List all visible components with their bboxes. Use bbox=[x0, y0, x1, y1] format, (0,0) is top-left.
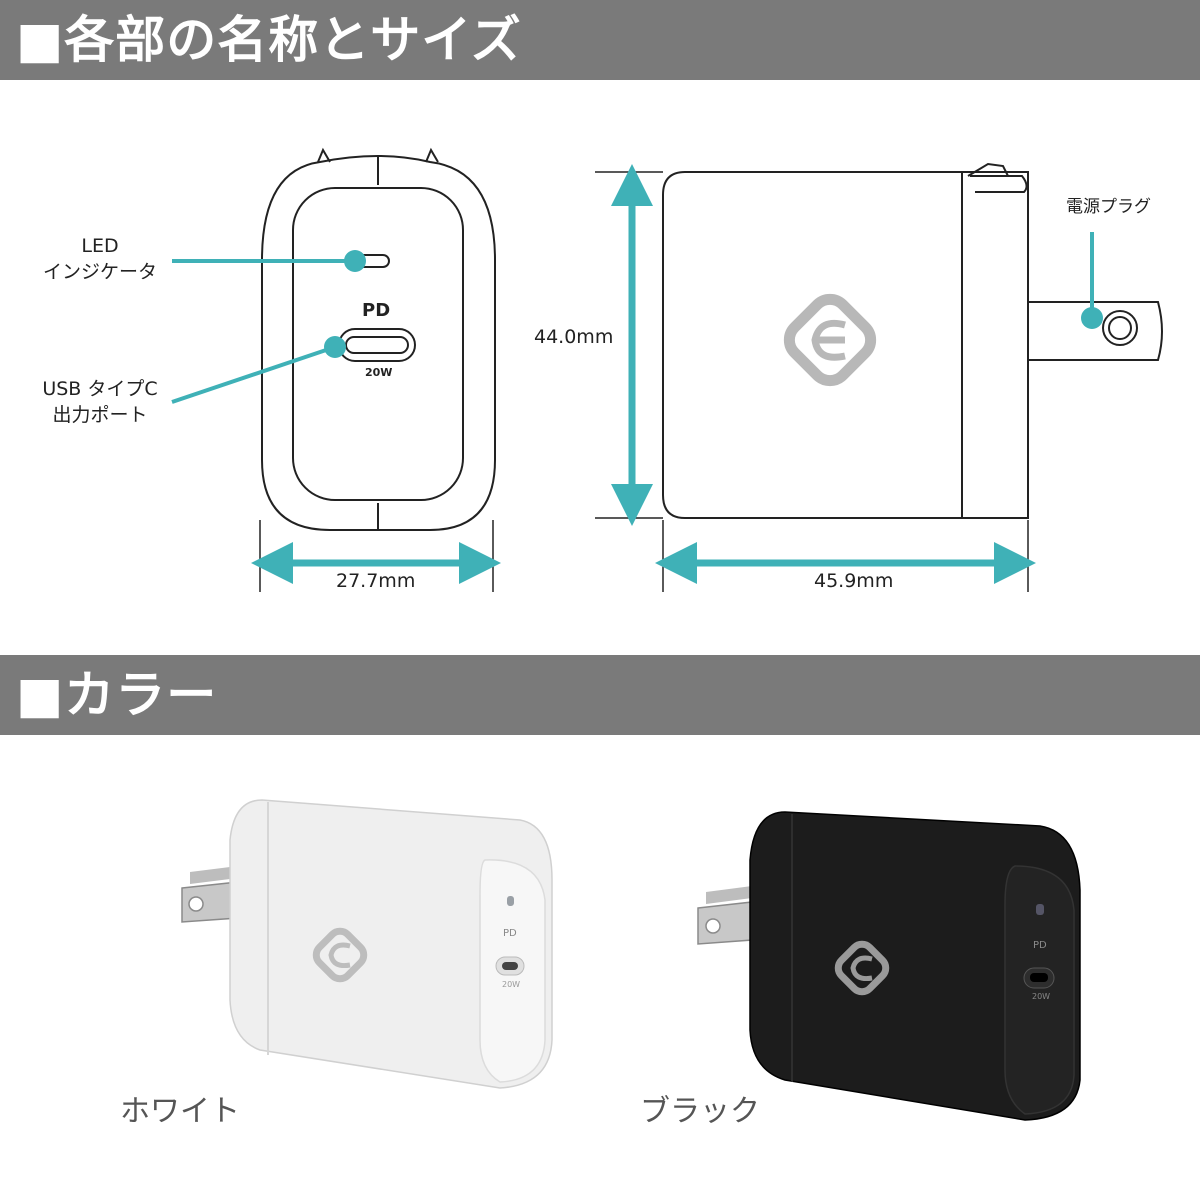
black-pd-label: PD bbox=[1033, 940, 1047, 951]
color-name-white: ホワイト bbox=[120, 1094, 240, 1129]
callout-led: LED インジケータ bbox=[30, 233, 170, 285]
dimension-height: 44.0mm bbox=[534, 326, 614, 348]
black-charger-image bbox=[697, 811, 1081, 1121]
black-watt-label: 20W bbox=[1032, 992, 1051, 1001]
white-pd-label: PD bbox=[503, 928, 517, 939]
dimension-arrows bbox=[251, 164, 1036, 584]
logo-side-e-icon bbox=[811, 319, 846, 361]
callout-usb-line1: USB タイプC bbox=[42, 378, 158, 400]
front-watt-label: 20W bbox=[365, 366, 393, 379]
logo-side-icon bbox=[783, 293, 877, 387]
section-title-parts: ■各部の名称とサイズ bbox=[16, 11, 522, 69]
white-charger-image bbox=[181, 799, 553, 1089]
section-title-color: ■カラー bbox=[16, 666, 218, 724]
side-view-drawing bbox=[595, 162, 1163, 592]
callout-usb-line2: 出力ポート bbox=[52, 404, 148, 426]
section-header-color: ■カラー bbox=[0, 655, 1200, 735]
white-watt-label: 20W bbox=[502, 980, 521, 989]
color-name-black: ブラック bbox=[640, 1094, 760, 1129]
dimension-width: 27.7mm bbox=[336, 570, 416, 592]
callout-led-line2: インジケータ bbox=[42, 261, 157, 283]
front-pd-label: PD bbox=[362, 300, 391, 321]
callout-plug: 電源プラグ bbox=[1066, 197, 1151, 217]
callout-led-line1: LED bbox=[81, 235, 119, 257]
callout-lines bbox=[171, 232, 1103, 404]
dimension-depth: 45.9mm bbox=[814, 570, 894, 592]
section-header-parts: ■各部の名称とサイズ bbox=[0, 0, 1200, 80]
callout-usb: USB タイプC 出力ポート bbox=[30, 376, 170, 428]
